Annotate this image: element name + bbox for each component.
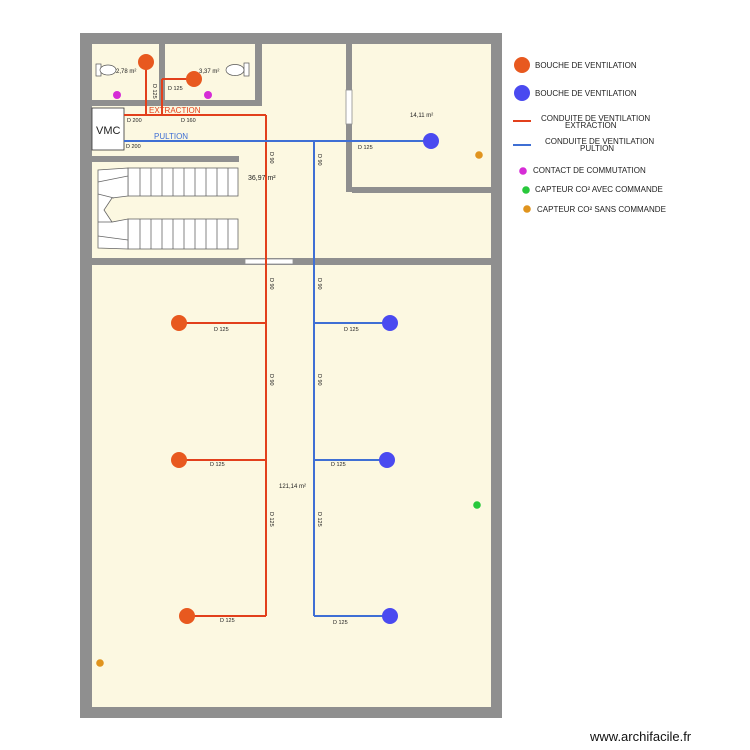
duct-size-label: D 200 xyxy=(126,144,141,150)
vmc-label: VMC xyxy=(96,125,121,137)
legend: BOUCHE DE VENTILATION BOUCHE DE VENTILAT… xyxy=(513,57,666,214)
legend-co2-without-control-symbol xyxy=(523,205,531,213)
duct-size-label: D 125 xyxy=(333,620,348,626)
toilet-icon xyxy=(95,63,117,77)
duct-size-label: D 90 xyxy=(268,278,274,290)
toilet-icon xyxy=(225,62,250,77)
duct-size-label: D 90 xyxy=(268,152,274,164)
duct-size-label: D 125 xyxy=(268,512,274,527)
legend-label: BOUCHE DE VENTILATION xyxy=(535,61,637,70)
co2-sensor-without-control xyxy=(475,151,483,159)
supply-vent xyxy=(379,452,395,468)
duct-size-label: D 125 xyxy=(214,327,229,333)
legend-label: EXTRACTION xyxy=(565,121,617,130)
legend-label: CONDUITE DE VENTILATION xyxy=(541,114,650,123)
legend-co2-with-control-symbol xyxy=(522,186,530,194)
legend-label: CONTACT DE COMMUTATION xyxy=(533,166,646,175)
extract-vents xyxy=(138,54,202,624)
supply-vent xyxy=(382,608,398,624)
duct-size-label: D 125 xyxy=(168,86,183,92)
extraction-label: EXTRACTION xyxy=(149,106,201,115)
pulsion-label: PULTION xyxy=(154,132,188,141)
extract-vent xyxy=(138,54,154,70)
duct-size-label: D 90 xyxy=(316,278,322,290)
supply-vent xyxy=(423,133,439,149)
co2-sensor-with-control xyxy=(473,501,481,509)
area-label-main: 121,14 m² xyxy=(279,484,306,490)
legend-supply-vent-symbol xyxy=(514,85,530,101)
duct-size-label: D 125 xyxy=(331,462,346,468)
switch-contact xyxy=(204,91,212,99)
area-label-bedroom: 14,11 m² xyxy=(410,113,433,119)
legend-label: CAPTEUR CO² SANS COMMANDE xyxy=(537,205,666,214)
extract-vent xyxy=(171,315,187,331)
duct-size-label: D 90 xyxy=(316,374,322,386)
legend-label: BOUCHE DE VENTILATION xyxy=(535,89,637,98)
door-opening xyxy=(244,258,294,265)
extract-vent xyxy=(179,608,195,624)
area-label-wc1: 2,78 m² xyxy=(116,69,136,75)
duct-size-label: D 125 xyxy=(151,84,157,99)
legend-label: CONDUITE DE VENTILATION xyxy=(545,137,654,146)
duct-size-labels: D 200 D 160 D 125 D 125 D 200 D 125 D 90… xyxy=(126,84,373,626)
co2-sensor-without-control xyxy=(96,659,104,667)
legend-extract-vent-symbol xyxy=(514,57,530,73)
door-opening xyxy=(345,89,353,125)
legend-switch-contact-symbol xyxy=(519,167,527,175)
duct-size-label: D 90 xyxy=(316,154,322,166)
duct-size-label: D 125 xyxy=(358,145,373,151)
area-label-hall: 36,97 m² xyxy=(248,175,276,182)
area-label-wc2: 3,37 m² xyxy=(199,69,219,75)
duct-size-label: D 125 xyxy=(316,512,322,527)
staircase-icon xyxy=(97,167,239,250)
supply-vents xyxy=(379,133,439,624)
supply-vent xyxy=(382,315,398,331)
floor-area xyxy=(92,44,491,707)
switch-contact xyxy=(113,91,121,99)
legend-label: CAPTEUR CO² AVEC COMMANDE xyxy=(535,185,663,194)
duct-size-label: D 125 xyxy=(220,618,235,624)
extract-vent xyxy=(186,71,202,87)
extract-vent xyxy=(171,452,187,468)
watermark: www.archifacile.fr xyxy=(589,729,692,744)
duct-size-label: D 125 xyxy=(344,327,359,333)
duct-size-label: D 90 xyxy=(268,374,274,386)
duct-size-label: D 160 xyxy=(181,118,196,124)
legend-label: PULTION xyxy=(580,144,614,153)
vmc-unit xyxy=(91,107,125,151)
duct-size-label: D 200 xyxy=(127,118,142,124)
extraction-duct xyxy=(124,62,267,617)
pulsion-duct xyxy=(124,140,431,617)
duct-size-label: D 125 xyxy=(210,462,225,468)
